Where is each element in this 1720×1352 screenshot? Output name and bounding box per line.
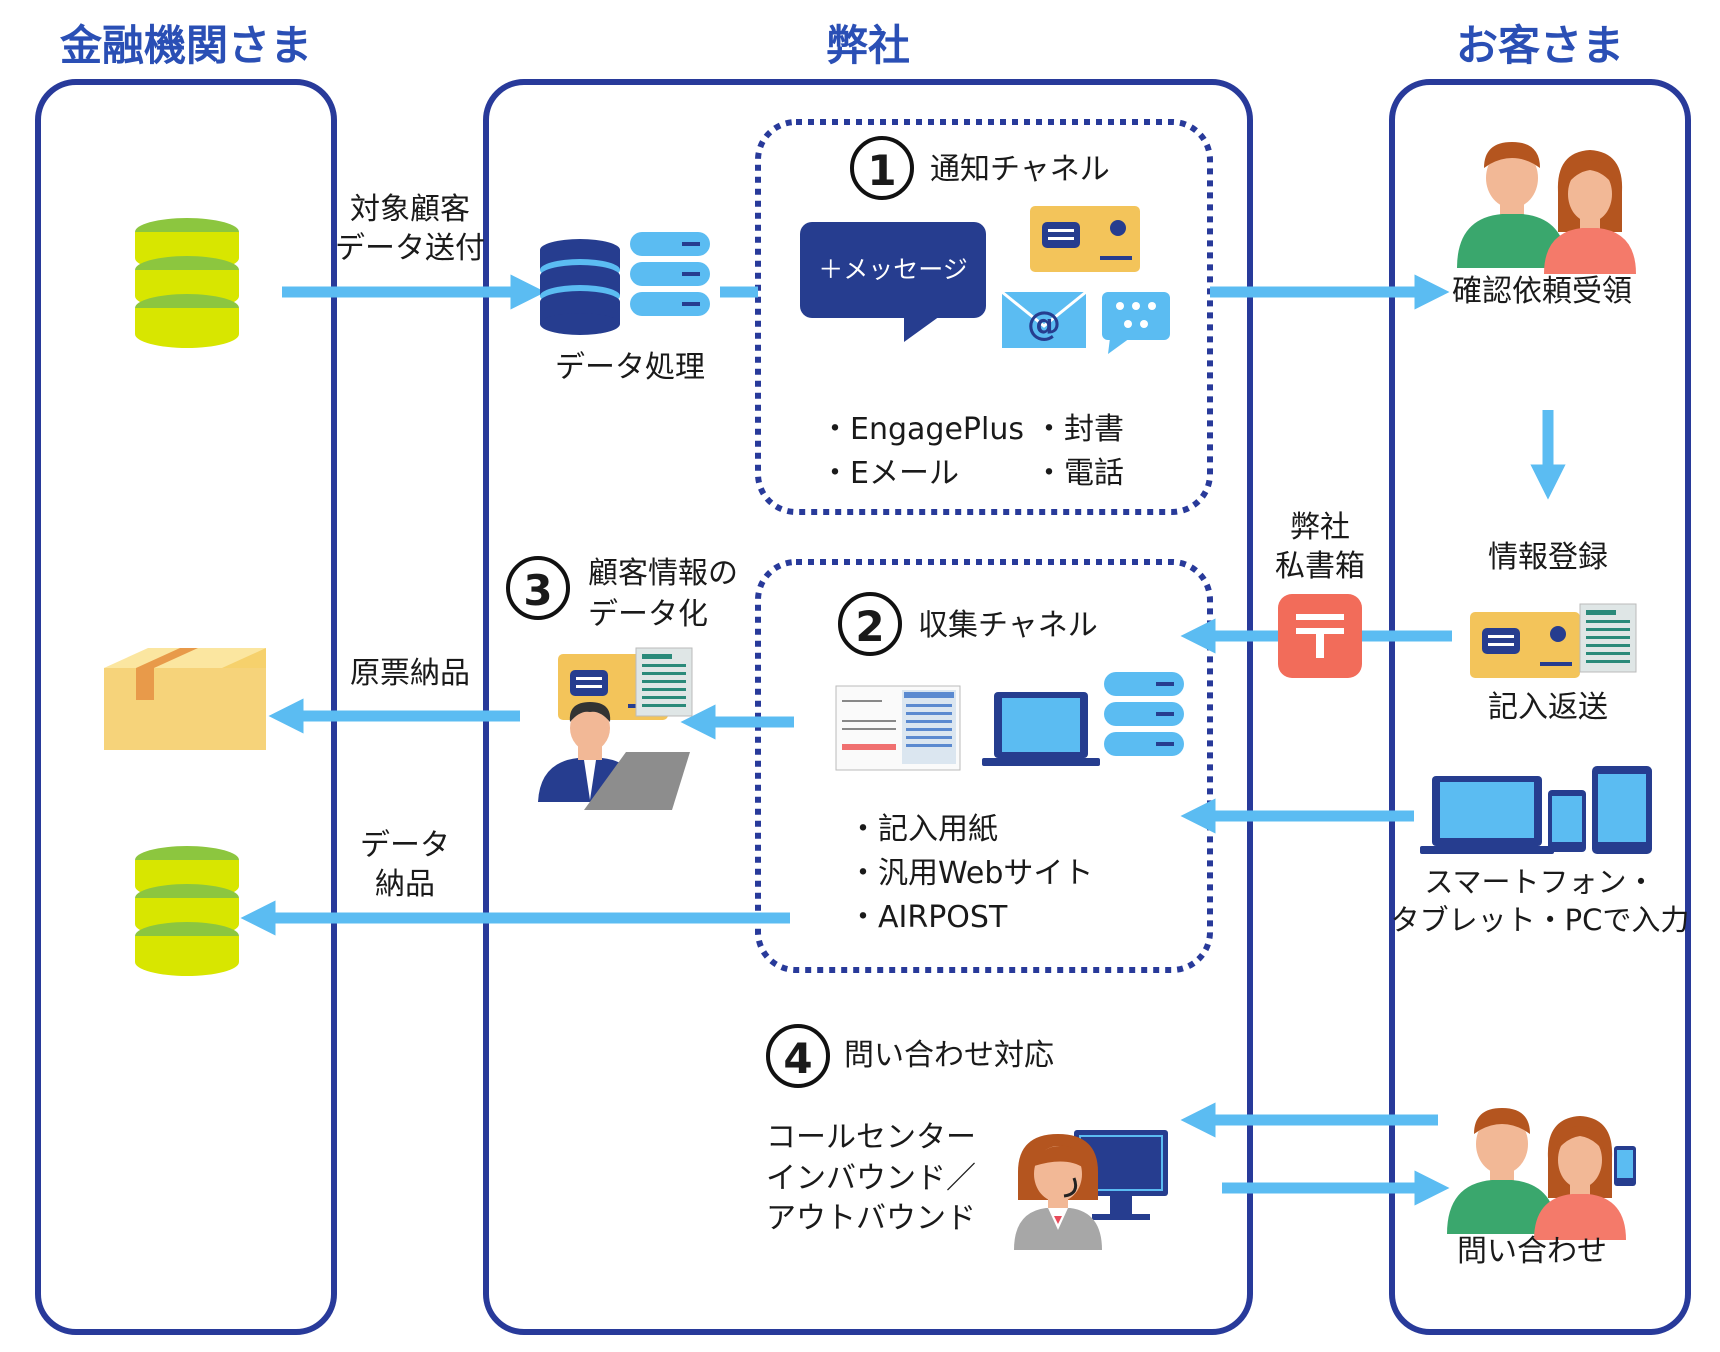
collect-item-paper: ・記入用紙 xyxy=(848,812,998,847)
card-icon xyxy=(1030,206,1140,272)
section-number-2: 2 xyxy=(838,592,902,656)
section-number-1: 1 xyxy=(850,136,914,200)
label-data-delivery: データ納品 xyxy=(360,828,450,902)
support-title: 問い合わせ対応 xyxy=(844,1038,1054,1073)
label-device-input: スマートフォン・タブレット・PCで入力 xyxy=(1390,865,1690,937)
database-icon xyxy=(540,239,620,335)
label-confirm-request: 確認依頼受領 xyxy=(1452,274,1632,309)
laptop-icon xyxy=(982,692,1100,766)
collect-item-web: ・汎用Webサイト xyxy=(848,856,1094,891)
svg-text:@: @ xyxy=(1027,304,1061,344)
label-inquiry: 問い合わせ xyxy=(1457,1234,1607,1269)
server-icon xyxy=(1104,672,1184,756)
center-column-frame xyxy=(483,79,1253,1335)
database-icon xyxy=(135,846,239,976)
support-description: コールセンターインバウンド／アウトバウンド xyxy=(766,1120,976,1236)
label-data-processing: データ処理 xyxy=(555,350,705,385)
notify-item-phone: ・電話 xyxy=(1034,456,1124,491)
mail-icon: @ xyxy=(1001,290,1087,348)
label-po-box: 弊社私書箱 xyxy=(1275,510,1365,584)
notify-item-engageplus: ・EngagePlus xyxy=(820,412,1024,447)
notify-channel-title: 通知チャネル xyxy=(930,152,1110,187)
message-bubble-tail xyxy=(904,316,940,342)
digitize-title: 顧客情報のデータ化 xyxy=(588,556,738,632)
collect-item-airpost: ・AIRPOST xyxy=(848,900,1008,935)
chat-icon xyxy=(1102,292,1170,354)
couple-icon xyxy=(1457,142,1636,274)
collect-channel-title: 収集チャネル xyxy=(918,608,1098,643)
label-original-delivery: 原票納品 xyxy=(350,656,470,691)
notify-item-letter: ・封書 xyxy=(1034,412,1124,447)
section-number-4: 4 xyxy=(766,1024,830,1088)
server-icon xyxy=(630,232,710,316)
label-info-register: 情報登録 xyxy=(1488,540,1608,575)
message-bubble-icon: ＋メッセージ xyxy=(800,222,986,318)
database-icon xyxy=(135,218,239,348)
column-title-customer: お客さま xyxy=(1455,21,1624,70)
notify-channel-box xyxy=(755,119,1213,515)
label-send-data: 対象顧客データ送付 xyxy=(335,192,485,266)
right-column-frame xyxy=(1389,79,1691,1335)
column-title-financial: 金融機関さま xyxy=(59,21,312,70)
call-center-icon xyxy=(1014,1130,1168,1250)
mailbox-icon xyxy=(1278,594,1362,678)
section-number-3: 3 xyxy=(506,556,570,620)
couple-icon xyxy=(1447,1108,1636,1240)
form-icon xyxy=(1579,603,1637,673)
box-icon xyxy=(104,648,266,750)
form-icon xyxy=(835,685,961,771)
notify-item-email: ・Eメール xyxy=(820,456,959,491)
devices-icon xyxy=(1420,766,1652,854)
left-column-frame xyxy=(35,79,337,1335)
column-title-company: 弊社 xyxy=(825,21,910,70)
card-icon xyxy=(1470,612,1580,678)
label-fill-return: 記入返送 xyxy=(1488,690,1608,725)
collect-channel-box xyxy=(755,559,1213,973)
operator-icon xyxy=(538,702,690,810)
form-icon xyxy=(635,647,693,717)
